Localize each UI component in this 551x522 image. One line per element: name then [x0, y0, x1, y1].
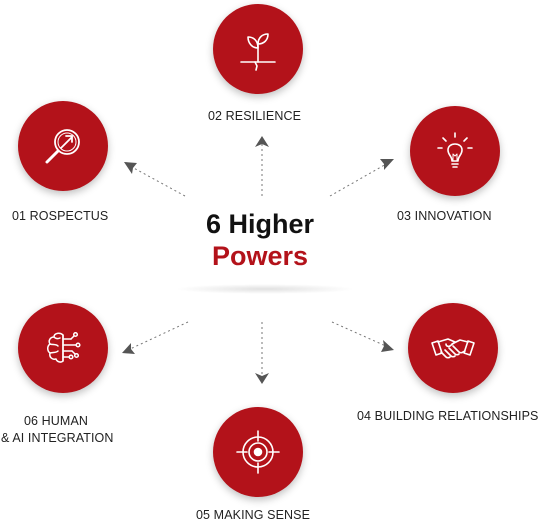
target-icon: [236, 430, 280, 474]
node-01-circle: [18, 101, 108, 191]
node-02: [213, 4, 303, 94]
arrowhead-05: [255, 373, 269, 384]
node-05: [213, 407, 303, 497]
node-04-circle: [408, 303, 498, 393]
center-title-line2: Powers: [211, 241, 309, 271]
node-01: [18, 101, 108, 191]
handshake-icon: [431, 338, 475, 359]
arrowhead-04: [381, 340, 394, 352]
node-01-label: 01 ROSPECTUS: [12, 209, 109, 223]
node-02-label: 02 RESILIENCE: [208, 109, 302, 123]
lightbulb-icon: [437, 132, 473, 168]
node-04: [408, 303, 498, 393]
arrowhead-06: [122, 343, 135, 354]
node-04-label: 04 BUILDING RELATIONSHIPS: [357, 409, 539, 423]
connector-04: [331, 321, 389, 348]
node-03-circle: [410, 106, 500, 196]
node-06-label-line1: 06 HUMAN: [24, 414, 89, 428]
node-06-label-line2: & AI INTEGRATION: [1, 431, 114, 445]
node-05-circle: [213, 407, 303, 497]
node-03-label: 03 INNOVATION: [397, 209, 492, 223]
connector-01: [129, 165, 186, 197]
arrowhead-01: [124, 162, 137, 174]
plant-sprout-icon: [240, 33, 276, 71]
node-03: [410, 106, 500, 196]
node-06: [18, 303, 108, 393]
brain-circuit-icon: [47, 331, 81, 363]
arrowhead-02: [255, 136, 269, 147]
arrowhead-03: [380, 159, 394, 170]
center-shadow: [175, 284, 355, 294]
connector-06: [127, 321, 189, 351]
center-title-line1: 6 Higher: [205, 209, 315, 239]
magnifier-arrow-icon: [45, 129, 80, 164]
node-06-circle: [18, 303, 108, 393]
node-02-circle: [213, 4, 303, 94]
connector-03: [329, 162, 389, 197]
center-title: 6 Higher Powers: [160, 208, 360, 272]
node-05-label: 05 MAKING SENSE: [196, 508, 311, 522]
